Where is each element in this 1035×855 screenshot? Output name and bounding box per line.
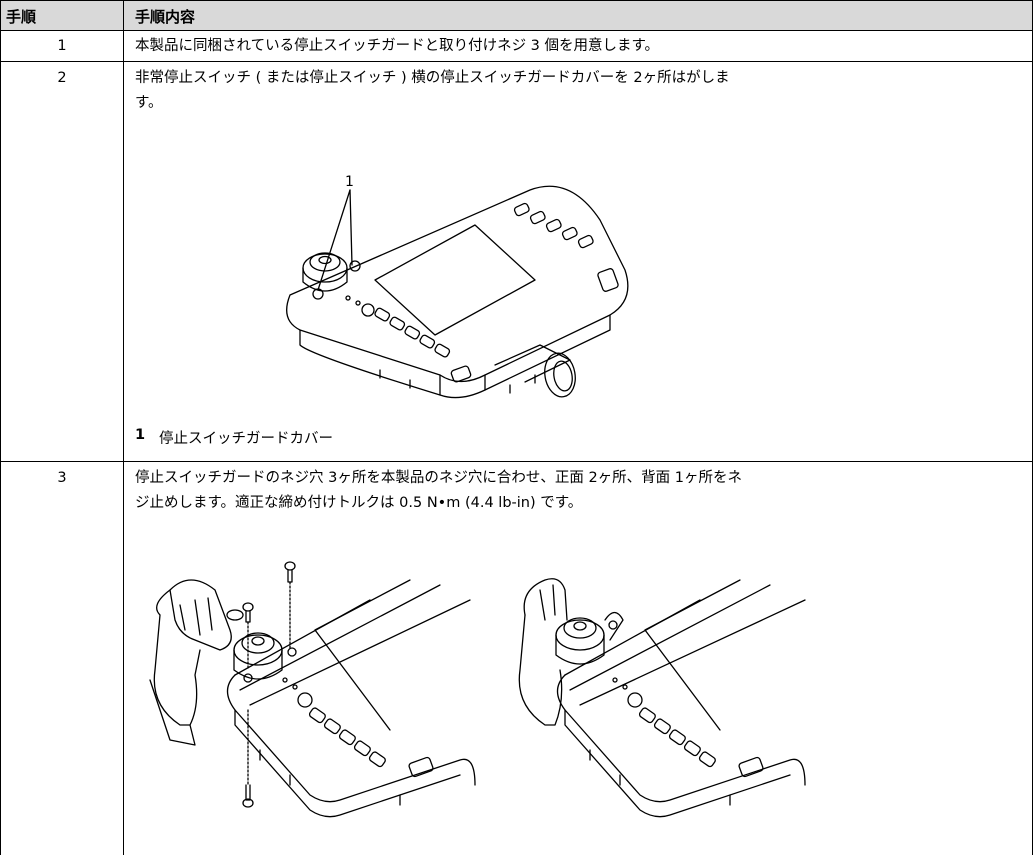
screw bbox=[284, 561, 296, 649]
header-step: 手順 bbox=[6, 8, 37, 26]
caption-text: 停止スイッチガードカバー bbox=[159, 431, 333, 447]
step-text-line1: 停止スイッチガードのネジ穴 3ヶ所を本製品のネジ穴に合わせ、正面 2ヶ所、背面 … bbox=[135, 470, 742, 486]
device-corner bbox=[556, 674, 806, 803]
leader-line bbox=[317, 189, 351, 291]
keypad bbox=[308, 707, 386, 768]
keypad bbox=[638, 707, 716, 768]
step-text: 本製品に同梱されている停止スイッチガードと取り付けネジ 3 個を用意します。 bbox=[135, 38, 660, 54]
step-text-line2: ジ止めします。適正な締め付けトルクは 0.5 N•m (4.4 lb-in) で… bbox=[135, 495, 583, 511]
emergency-stop-switch bbox=[233, 632, 283, 680]
table-divider bbox=[0, 461, 1033, 462]
step-number: 2 bbox=[57, 70, 67, 86]
mount-cylinder bbox=[494, 344, 576, 398]
table-border-right bbox=[1032, 0, 1033, 855]
table-border-top bbox=[0, 0, 1033, 1]
guard-cover bbox=[312, 288, 324, 300]
pendant-body-side bbox=[299, 314, 611, 399]
table-border-left bbox=[0, 0, 1, 855]
guard-attach-illustration bbox=[149, 561, 476, 818]
emergency-stop-switch bbox=[555, 617, 605, 665]
guard-attached-illustration bbox=[518, 578, 806, 818]
pendant-screen bbox=[374, 224, 536, 336]
table-header-row bbox=[1, 1, 1032, 30]
device-screen-edge bbox=[314, 579, 411, 731]
step-number: 1 bbox=[57, 38, 67, 54]
caption-number: 1 bbox=[135, 427, 146, 443]
guard-cover bbox=[349, 260, 361, 272]
stop-switch-guard bbox=[518, 578, 624, 726]
device-screen-edge bbox=[644, 579, 741, 731]
step-text-line1: 非常停止スイッチ ( または停止スイッチ ) 横の停止スイッチガードカバーを 2… bbox=[135, 70, 730, 86]
stop-switch-guard bbox=[149, 579, 244, 746]
header-content: 手順内容 bbox=[135, 8, 196, 26]
top-keypad bbox=[513, 202, 594, 249]
device-corner bbox=[226, 674, 476, 803]
pendant-body bbox=[286, 185, 629, 383]
bottom-keypad bbox=[374, 307, 451, 358]
pendant-illustration bbox=[286, 185, 629, 399]
step-number: 3 bbox=[57, 470, 67, 486]
screw bbox=[242, 709, 254, 808]
table-divider bbox=[0, 30, 1033, 31]
step-text-line2: す。 bbox=[135, 95, 163, 111]
callout-number: 1 bbox=[345, 174, 354, 190]
screw bbox=[242, 602, 254, 671]
table-divider bbox=[0, 61, 1033, 62]
emergency-stop-switch bbox=[302, 252, 348, 292]
table-column-divider bbox=[123, 0, 124, 855]
leader-line bbox=[349, 189, 353, 266]
